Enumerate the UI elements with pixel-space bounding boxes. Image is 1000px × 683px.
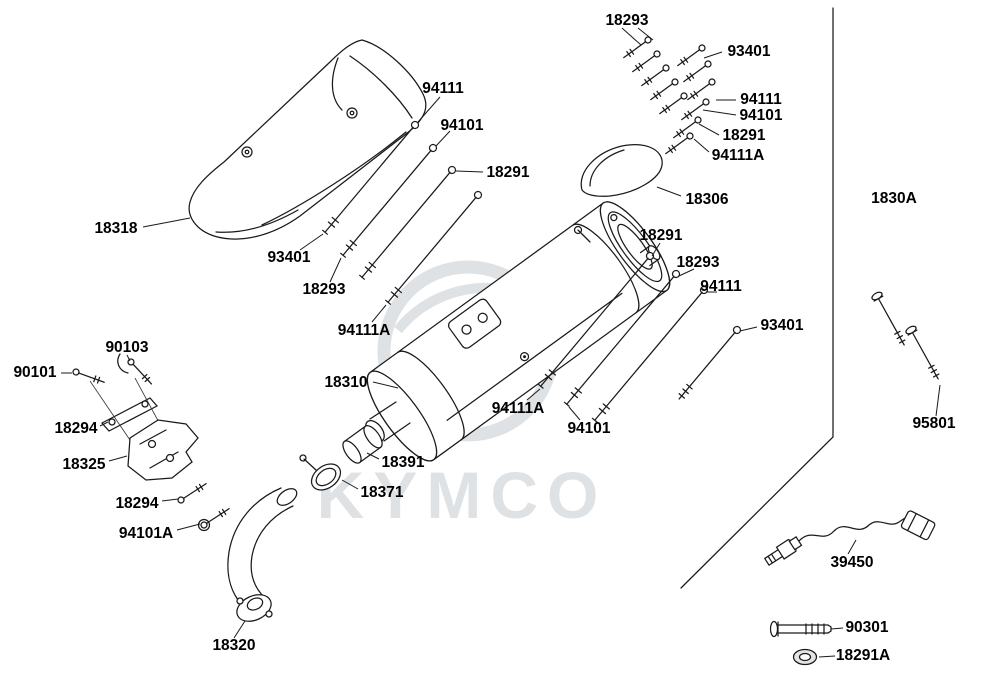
part-18371-clamp <box>299 454 342 491</box>
fastener-cluster-top-right <box>621 35 717 157</box>
part-label-95801: 95801 <box>912 415 955 432</box>
part-18294-stay-upper <box>89 377 163 447</box>
part-18325-protector <box>127 419 199 481</box>
part-label-18291-tr: 18291 <box>722 127 765 144</box>
part-18318-heat-shield <box>188 39 427 240</box>
part-90101-screw <box>71 367 106 386</box>
part-94101A-nut <box>197 505 232 532</box>
part-label-94101-tr: 94101 <box>739 107 782 124</box>
part-label-18291-mid: 18291 <box>486 164 529 181</box>
part-label-94101A: 94101A <box>119 525 173 542</box>
part-label-39450: 39450 <box>830 554 873 571</box>
sensor-connector <box>900 510 936 541</box>
part-90301-bolt <box>769 620 832 638</box>
part-label-18325: 18325 <box>62 456 105 473</box>
part-label-18293-right: 18293 <box>676 254 719 271</box>
part-label-18318: 18318 <box>94 220 137 237</box>
part-label-18293-left: 18293 <box>302 281 345 298</box>
part-label-90103: 90103 <box>105 339 148 356</box>
part-label-94101-top: 94101 <box>440 117 483 134</box>
part-label-18291A: 18291A <box>836 647 890 664</box>
part-label-18371: 18371 <box>360 484 403 501</box>
leader-lines <box>61 27 941 658</box>
part-label-94111-right: 94111 <box>700 278 742 295</box>
part-18391-sleeve <box>342 424 383 464</box>
part-label-94111-top: 94111 <box>422 80 464 97</box>
part-18291A-gasket <box>792 648 818 666</box>
part-label-94111A-left: 94111A <box>338 322 391 339</box>
part-label-93401-right: 93401 <box>760 317 803 334</box>
part-18320-exhaust-pipe <box>227 487 298 622</box>
part-label-18310: 18310 <box>324 374 367 391</box>
kymco-watermark-text: KYMCO <box>317 458 608 532</box>
part-18294-bolt-lower <box>176 480 209 505</box>
part-label-94111-tr: 94111 <box>740 91 782 108</box>
part-18306-cover <box>580 144 663 197</box>
part-label-18320: 18320 <box>212 637 255 654</box>
part-label-94101-bot: 94101 <box>567 420 610 437</box>
part-label-18291-right: 18291 <box>639 227 682 244</box>
muffler-mount-bracket <box>447 298 502 349</box>
part-label-18293-top: 18293 <box>605 12 648 29</box>
part-label-18391: 18391 <box>381 454 424 471</box>
part-39450-oxygen-sensor <box>764 510 936 566</box>
part-number-callouts: 18293 93401 94111 94101 18291 94111A 941… <box>13 12 955 664</box>
part-label-90101: 90101 <box>13 364 56 381</box>
part-label-94111A-tr: 94111A <box>712 147 765 164</box>
part-label-1830A: 1830A <box>871 190 917 207</box>
part-label-94111A-bot: 94111A <box>492 400 545 417</box>
part-label-93401-left: 93401 <box>267 249 310 266</box>
assembly-boundary-line <box>680 7 834 589</box>
part-label-18306: 18306 <box>685 191 728 208</box>
part-18310-muffler <box>365 201 671 462</box>
part-label-90301: 90301 <box>845 619 888 636</box>
part-95801-bolts <box>870 290 944 383</box>
part-90103-bolt <box>117 353 155 387</box>
part-label-18294-lower: 18294 <box>115 495 158 512</box>
part-label-18294-upper: 18294 <box>54 420 97 437</box>
part-label-93401-tr: 93401 <box>727 43 770 60</box>
